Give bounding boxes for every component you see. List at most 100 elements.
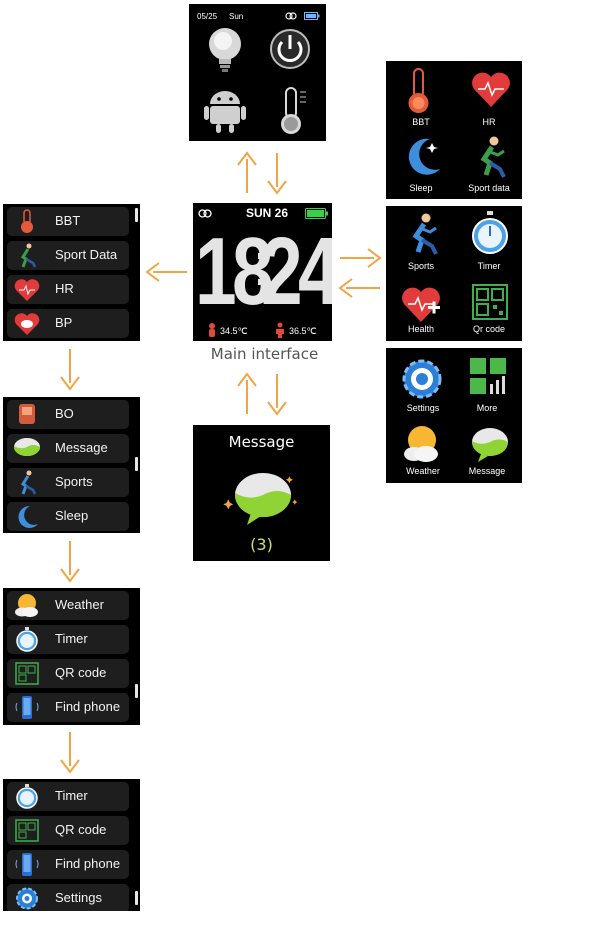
runner-icon[interactable]	[402, 212, 442, 258]
label-bbt: BBT	[412, 117, 430, 127]
list-item-label: QR code	[55, 822, 107, 837]
list-item-label: Sport Data	[55, 247, 118, 262]
label-weather: Weather	[406, 466, 440, 476]
qr-icon	[15, 819, 39, 842]
scrollbar[interactable]	[135, 208, 138, 222]
arrow-up-to-main	[237, 372, 257, 414]
label-message: Message	[468, 466, 506, 476]
thermometer-icon	[21, 209, 33, 233]
list-item-label: HR	[55, 281, 74, 296]
blood-oxygen-icon	[19, 404, 35, 424]
label-qr-code: Qr code	[472, 324, 505, 334]
list-item-label: Sports	[55, 474, 93, 489]
list-item-label: QR code	[55, 665, 107, 680]
arrow-down-list-1	[60, 349, 80, 391]
message-icon[interactable]	[470, 426, 510, 464]
list-item-label: Find phone	[55, 699, 121, 714]
weather-icon	[15, 594, 38, 617]
list-item-bp[interactable]: BP	[7, 309, 129, 338]
arrow-right-to-menu	[340, 248, 382, 268]
link-icon	[198, 209, 212, 218]
list-item-label: BO	[55, 406, 74, 421]
blood-pressure-icon	[14, 313, 40, 335]
top-day: Sun	[229, 12, 244, 21]
phone-icon	[15, 853, 39, 876]
scrollbar[interactable]	[135, 684, 138, 698]
grid-icon[interactable]	[470, 358, 508, 398]
arrow-down-to-message	[267, 374, 287, 416]
left-list-4: Timer QR code Find phone Settings	[3, 779, 140, 911]
list-item-label: BP	[55, 315, 73, 330]
list-item-label: Message	[55, 440, 108, 455]
list-item-message[interactable]: Message	[7, 434, 129, 463]
message-title: Message	[228, 433, 295, 451]
list-item-settings[interactable]: Settings	[7, 884, 129, 911]
moon-icon[interactable]	[402, 135, 444, 179]
heart-icon	[14, 279, 40, 301]
clock-hour: 18	[195, 218, 274, 325]
stopwatch-icon	[16, 784, 38, 809]
runner-icon[interactable]	[470, 135, 510, 179]
list-item-timer[interactable]: Timer	[7, 625, 129, 654]
left-list-3: Weather Timer QR code Find phone	[3, 588, 140, 725]
list-item-hr[interactable]: HR	[7, 275, 129, 304]
clock-minute: 24	[261, 218, 332, 325]
label-health: Health	[407, 324, 434, 334]
battery-icon	[304, 12, 320, 20]
scrollbar[interactable]	[135, 891, 138, 905]
list-item-qr-code[interactable]: QR code	[7, 659, 129, 688]
power-icon[interactable]	[269, 28, 311, 70]
main-screen: SUN 26 18 24 34.5℃ 36.5℃	[193, 203, 332, 341]
list-item-find-phone[interactable]: Find phone	[7, 693, 129, 722]
main-caption: Main interface	[210, 345, 319, 363]
main-day: SUN 26	[246, 206, 289, 220]
label-timer: Timer	[477, 261, 501, 271]
list-item-label: Settings	[55, 890, 102, 905]
list-item-bbt[interactable]: BBT	[7, 207, 129, 236]
list-item-bo[interactable]: BO	[7, 400, 129, 429]
qr-icon[interactable]	[472, 284, 508, 320]
scrollbar[interactable]	[135, 457, 138, 471]
list-item-sport-data[interactable]: Sport Data	[7, 241, 129, 270]
person-icon	[276, 322, 284, 338]
label-sport-data: Sport data	[468, 183, 510, 193]
right-menu-3: Settings More Weather Message	[386, 348, 522, 483]
left-list-1: BBT Sport Data HR BP	[3, 204, 140, 341]
list-item-sports[interactable]: Sports	[7, 468, 129, 497]
bulb-icon[interactable]	[203, 26, 247, 74]
right-menu-1: BBT HR Sleep Sport data	[386, 61, 522, 199]
gear-icon	[16, 887, 38, 910]
heart-icon[interactable]	[470, 69, 512, 109]
health-heart-icon[interactable]	[400, 282, 444, 324]
list-item-label: BBT	[55, 213, 81, 228]
arrow-down-list-2	[60, 541, 80, 583]
stopwatch-icon	[16, 627, 38, 652]
label-sleep: Sleep	[409, 183, 433, 193]
list-item-label: Find phone	[55, 856, 121, 871]
clock-display: 18 24	[195, 218, 332, 325]
weather-icon[interactable]	[400, 424, 444, 464]
thermometer-icon[interactable]	[402, 67, 438, 115]
gear-icon[interactable]	[401, 358, 443, 400]
list-item-sleep[interactable]: Sleep	[7, 502, 129, 531]
phone-icon	[15, 696, 39, 719]
label-hr: HR	[482, 117, 496, 127]
message-icon	[14, 438, 40, 456]
top-screen: 05/25 Sun	[189, 4, 326, 141]
list-item-weather[interactable]: Weather	[7, 591, 129, 620]
list-item-find-phone[interactable]: Find phone	[7, 850, 129, 879]
temp-right: 36.5℃	[289, 326, 317, 336]
label-settings: Settings	[406, 403, 440, 413]
list-item-label: Timer	[55, 631, 88, 646]
moon-icon	[18, 505, 38, 528]
android-icon[interactable]	[204, 88, 246, 134]
list-item-qr-code[interactable]: QR code	[7, 816, 129, 845]
stopwatch-icon[interactable]	[470, 210, 510, 256]
runner-icon	[20, 470, 37, 495]
list-item-timer[interactable]: Timer	[7, 782, 129, 811]
message-count: (3)	[250, 535, 273, 554]
right-menu-2: Sports Timer Health Qr code	[386, 206, 522, 341]
top-date: 05/25	[197, 12, 218, 21]
temp-left: 34.5℃	[220, 326, 248, 336]
thermometer-icon[interactable]	[274, 86, 310, 136]
